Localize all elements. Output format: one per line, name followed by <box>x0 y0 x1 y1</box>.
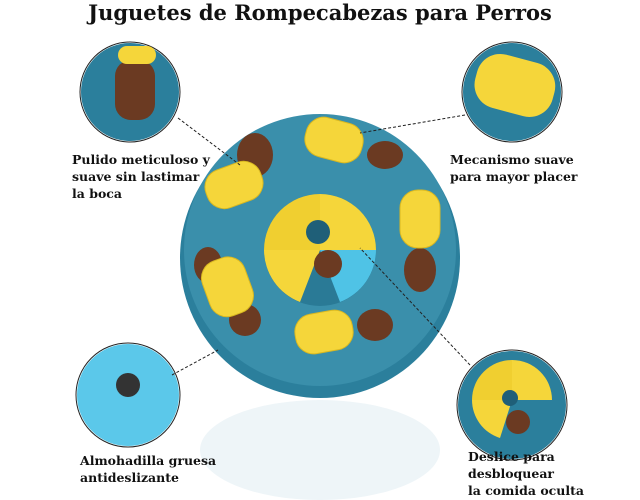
callout-circle-pad <box>75 342 181 448</box>
feature-line: Pulido meticuloso y <box>72 152 210 167</box>
feature-line: Almohadilla gruesa <box>80 453 217 468</box>
feature-line: la comida oculta <box>468 483 584 498</box>
callout-circle-slide <box>456 349 568 461</box>
puzzle-toy <box>180 114 460 398</box>
feature-pad: Almohadilla gruesa antideslizante <box>80 452 216 486</box>
callout-circle-mechanism <box>461 41 563 143</box>
feature-polish: Pulido meticuloso y suave sin lastimar l… <box>72 151 210 202</box>
feature-line: Mecanismo suave <box>450 152 574 167</box>
feature-slide: Deslice para desbloquear la comida ocult… <box>468 448 584 499</box>
feature-line: la boca <box>72 186 122 201</box>
feature-mechanism: Mecanismo suave para mayor placer <box>450 151 577 185</box>
callout-circle-polish <box>79 41 181 143</box>
feature-line: Deslice para <box>468 449 555 464</box>
page-title: Juguetes de Rompecabezas para Perros <box>88 0 552 25</box>
feature-line: desbloquear <box>468 466 555 481</box>
feature-line: antideslizante <box>80 470 179 485</box>
toy-reflection <box>200 400 440 500</box>
feature-line: para mayor placer <box>450 169 578 184</box>
feature-line: suave sin lastimar <box>72 169 200 184</box>
